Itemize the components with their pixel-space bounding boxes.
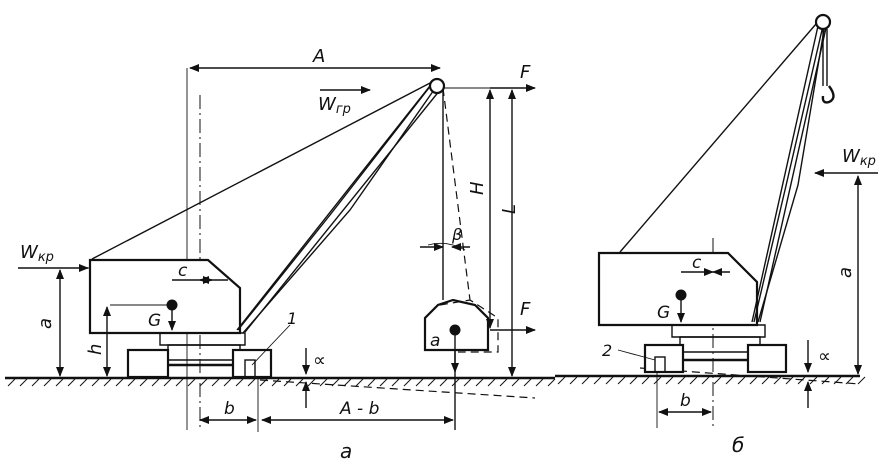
label-c-a: c: [178, 261, 188, 281]
caption-b: б: [732, 433, 744, 457]
label-G-a: G: [148, 311, 161, 331]
diagram-a: A Wгр F H L β F Wкр c G a: [5, 46, 556, 463]
label-H: H: [467, 181, 488, 195]
label-c-b: c: [692, 253, 702, 273]
label-a-b: a: [835, 267, 856, 278]
label-alpha-a: ∝: [313, 350, 326, 371]
ground-a: [5, 376, 556, 399]
label-b-a: b: [224, 399, 235, 419]
label-F-bottom: F: [520, 299, 531, 320]
crane-body-b: [597, 13, 835, 374]
label-W-kr-b: Wкр: [842, 146, 876, 169]
load-a: [423, 87, 499, 373]
label-F-top: F: [520, 62, 531, 83]
label-beta: β: [451, 225, 462, 244]
diagram-b: Wкр a c G 2 ∝ b б: [555, 13, 878, 457]
label-L: L: [499, 204, 520, 214]
label-W-gr: Wгр: [318, 94, 351, 117]
label-load-a: a: [430, 331, 440, 351]
label-W-kr-a: Wкр: [20, 242, 54, 265]
label-b-b: b: [680, 391, 691, 411]
ground-b: [555, 367, 866, 385]
crane-body-a: [88, 77, 446, 379]
label-G-b: G: [657, 303, 670, 323]
label-A-minus-b: A - b: [339, 399, 379, 419]
label-alpha-b: ∝: [818, 346, 831, 367]
label-h: h: [85, 344, 106, 355]
label-A: A: [312, 46, 325, 67]
label-2: 2: [602, 341, 612, 360]
caption-a: а: [340, 439, 352, 463]
label-1: 1: [287, 309, 297, 328]
label-a-dim: a: [35, 318, 56, 329]
